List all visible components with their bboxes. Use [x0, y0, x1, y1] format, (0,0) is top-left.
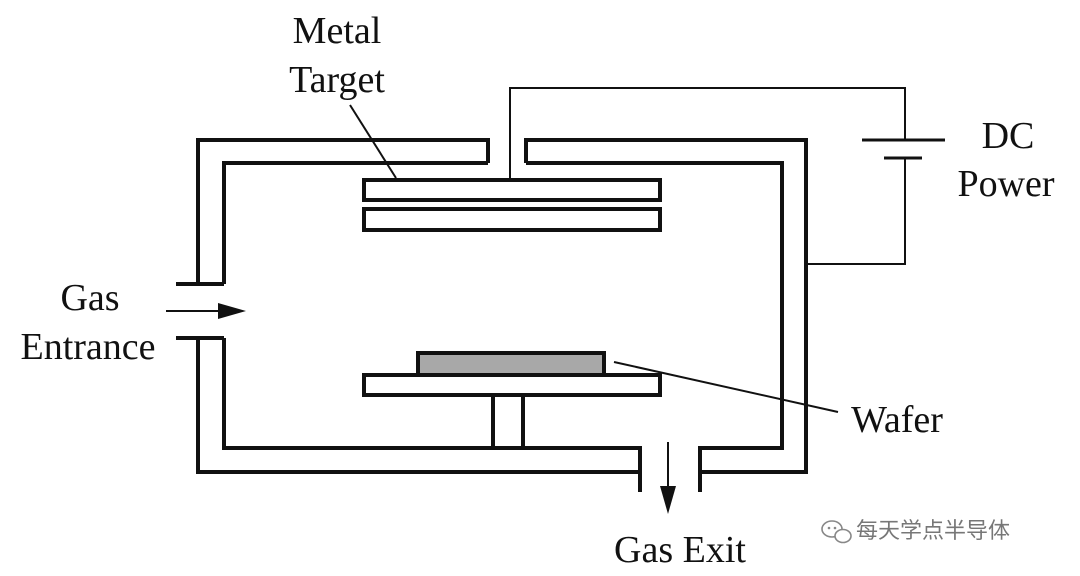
dc-power-circuit [509, 87, 945, 265]
wafer [416, 351, 606, 377]
chamber-inner-wall-right [526, 161, 784, 472]
wafer-platen [362, 373, 662, 397]
platen-stem [491, 393, 525, 450]
wafer-label: Wafer [851, 399, 943, 441]
backing-plate [362, 207, 662, 232]
power-wire-bottom [806, 158, 906, 265]
watermark-text: 每天学点半导体 [856, 519, 1010, 544]
chamber-inner-wall-left [222, 161, 488, 284]
gas-exit-arrow [660, 442, 676, 514]
gas-entrance-label-line2: Entrance [20, 326, 155, 368]
gas-entrance-label-line1: Gas [60, 277, 119, 319]
gas-exit-label: Gas Exit [614, 529, 746, 571]
chamber-outer-wall-right [524, 138, 808, 492]
metal-target-leader [349, 104, 397, 179]
gas-entrance-arrow [166, 303, 246, 319]
watermark: 每天学点半导体 [821, 519, 1010, 544]
metal-target-plate [362, 178, 662, 202]
wechat-icon [821, 520, 852, 544]
dc-power-label-line1: DC [982, 115, 1035, 157]
metal-target-label-line1: Metal [293, 10, 382, 52]
metal-target-label-line2: Target [289, 59, 385, 101]
power-wire-top [509, 87, 906, 180]
wafer-leader [613, 361, 839, 413]
chamber-walls [176, 138, 808, 492]
chamber-inner-wall-left-lower [222, 338, 642, 472]
dc-power-label-line2: Power [957, 163, 1054, 205]
